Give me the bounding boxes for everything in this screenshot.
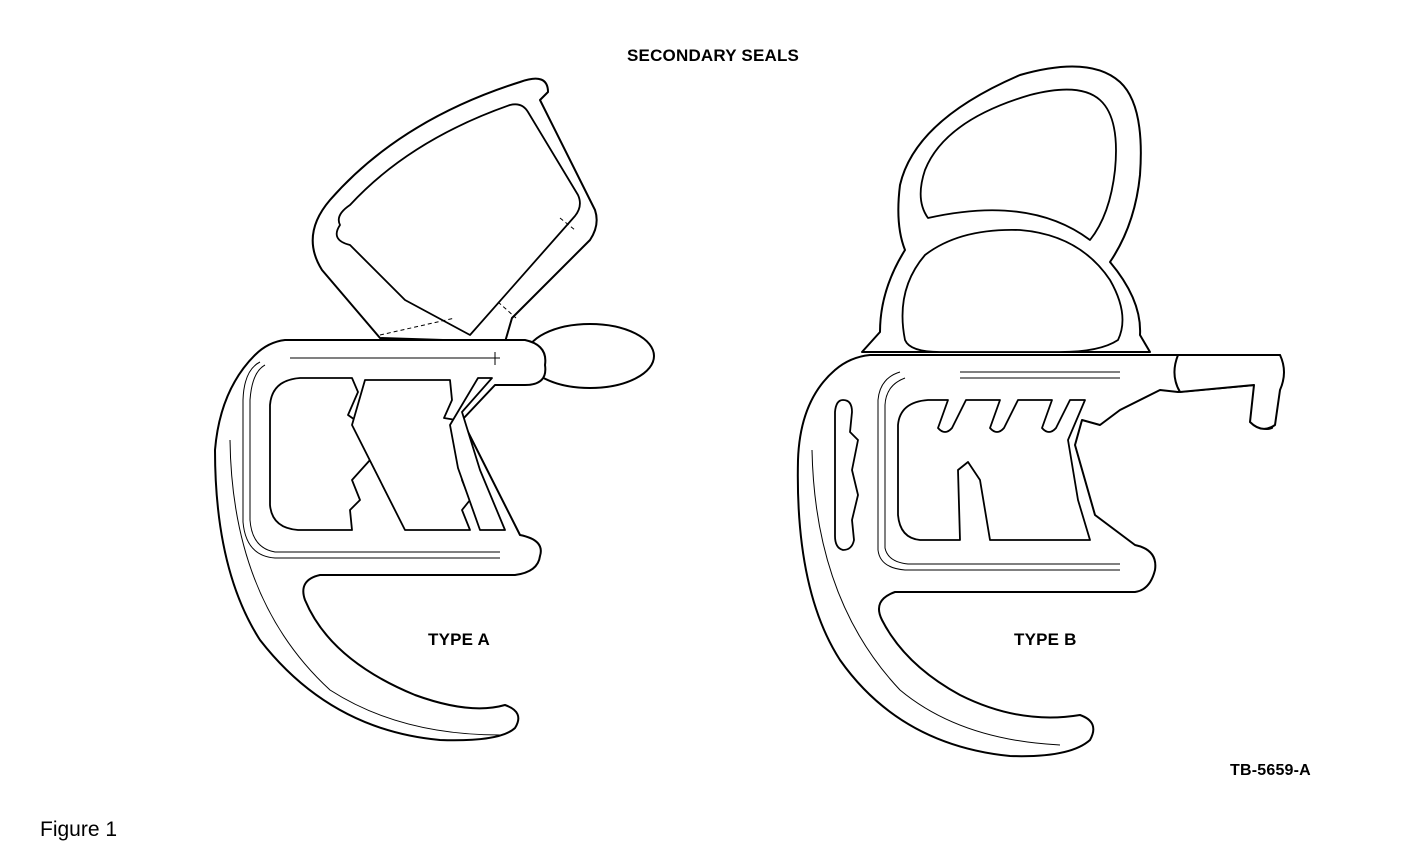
figure-title: SECONDARY SEALS bbox=[627, 46, 800, 65]
seal-type-b-body bbox=[796, 354, 1285, 758]
type-a-label: TYPE A bbox=[428, 630, 490, 649]
drawing-code: TB-5659-A bbox=[1230, 762, 1311, 779]
seal-type-a-body bbox=[214, 339, 547, 742]
seal-type-a-bulb bbox=[311, 77, 598, 343]
seal-type-a-drawing bbox=[214, 77, 655, 742]
type-b-label: TYPE B bbox=[1014, 630, 1077, 649]
figure-caption: Figure 1 bbox=[40, 818, 118, 841]
seal-type-b-bulb bbox=[861, 65, 1151, 353]
seal-type-b-drawing bbox=[796, 65, 1285, 758]
